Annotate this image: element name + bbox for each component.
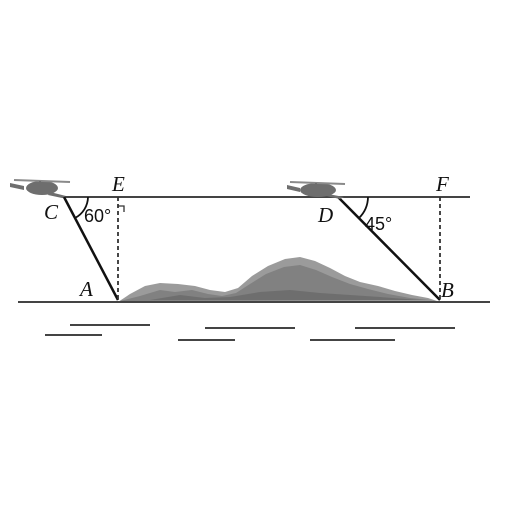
angle-arc-c: [74, 196, 89, 219]
helicopter-icon: [10, 179, 71, 198]
label-point-d: D: [317, 203, 333, 227]
water-lines: [45, 324, 455, 341]
segment-ca: [62, 196, 120, 301]
label-point-e: E: [111, 172, 125, 196]
right-angle-e: [118, 205, 125, 212]
helicopter-icon: [287, 181, 346, 199]
segment-db: [337, 196, 441, 301]
mountain-icon: [118, 257, 440, 302]
label-point-b: B: [441, 278, 454, 302]
angle-label-c: 60°: [84, 206, 111, 226]
label-point-a: A: [78, 277, 93, 301]
label-point-f: F: [435, 172, 449, 196]
angle-arc-d: [358, 196, 369, 219]
label-point-c: C: [44, 200, 59, 224]
angle-label-d: 45°: [365, 214, 392, 234]
